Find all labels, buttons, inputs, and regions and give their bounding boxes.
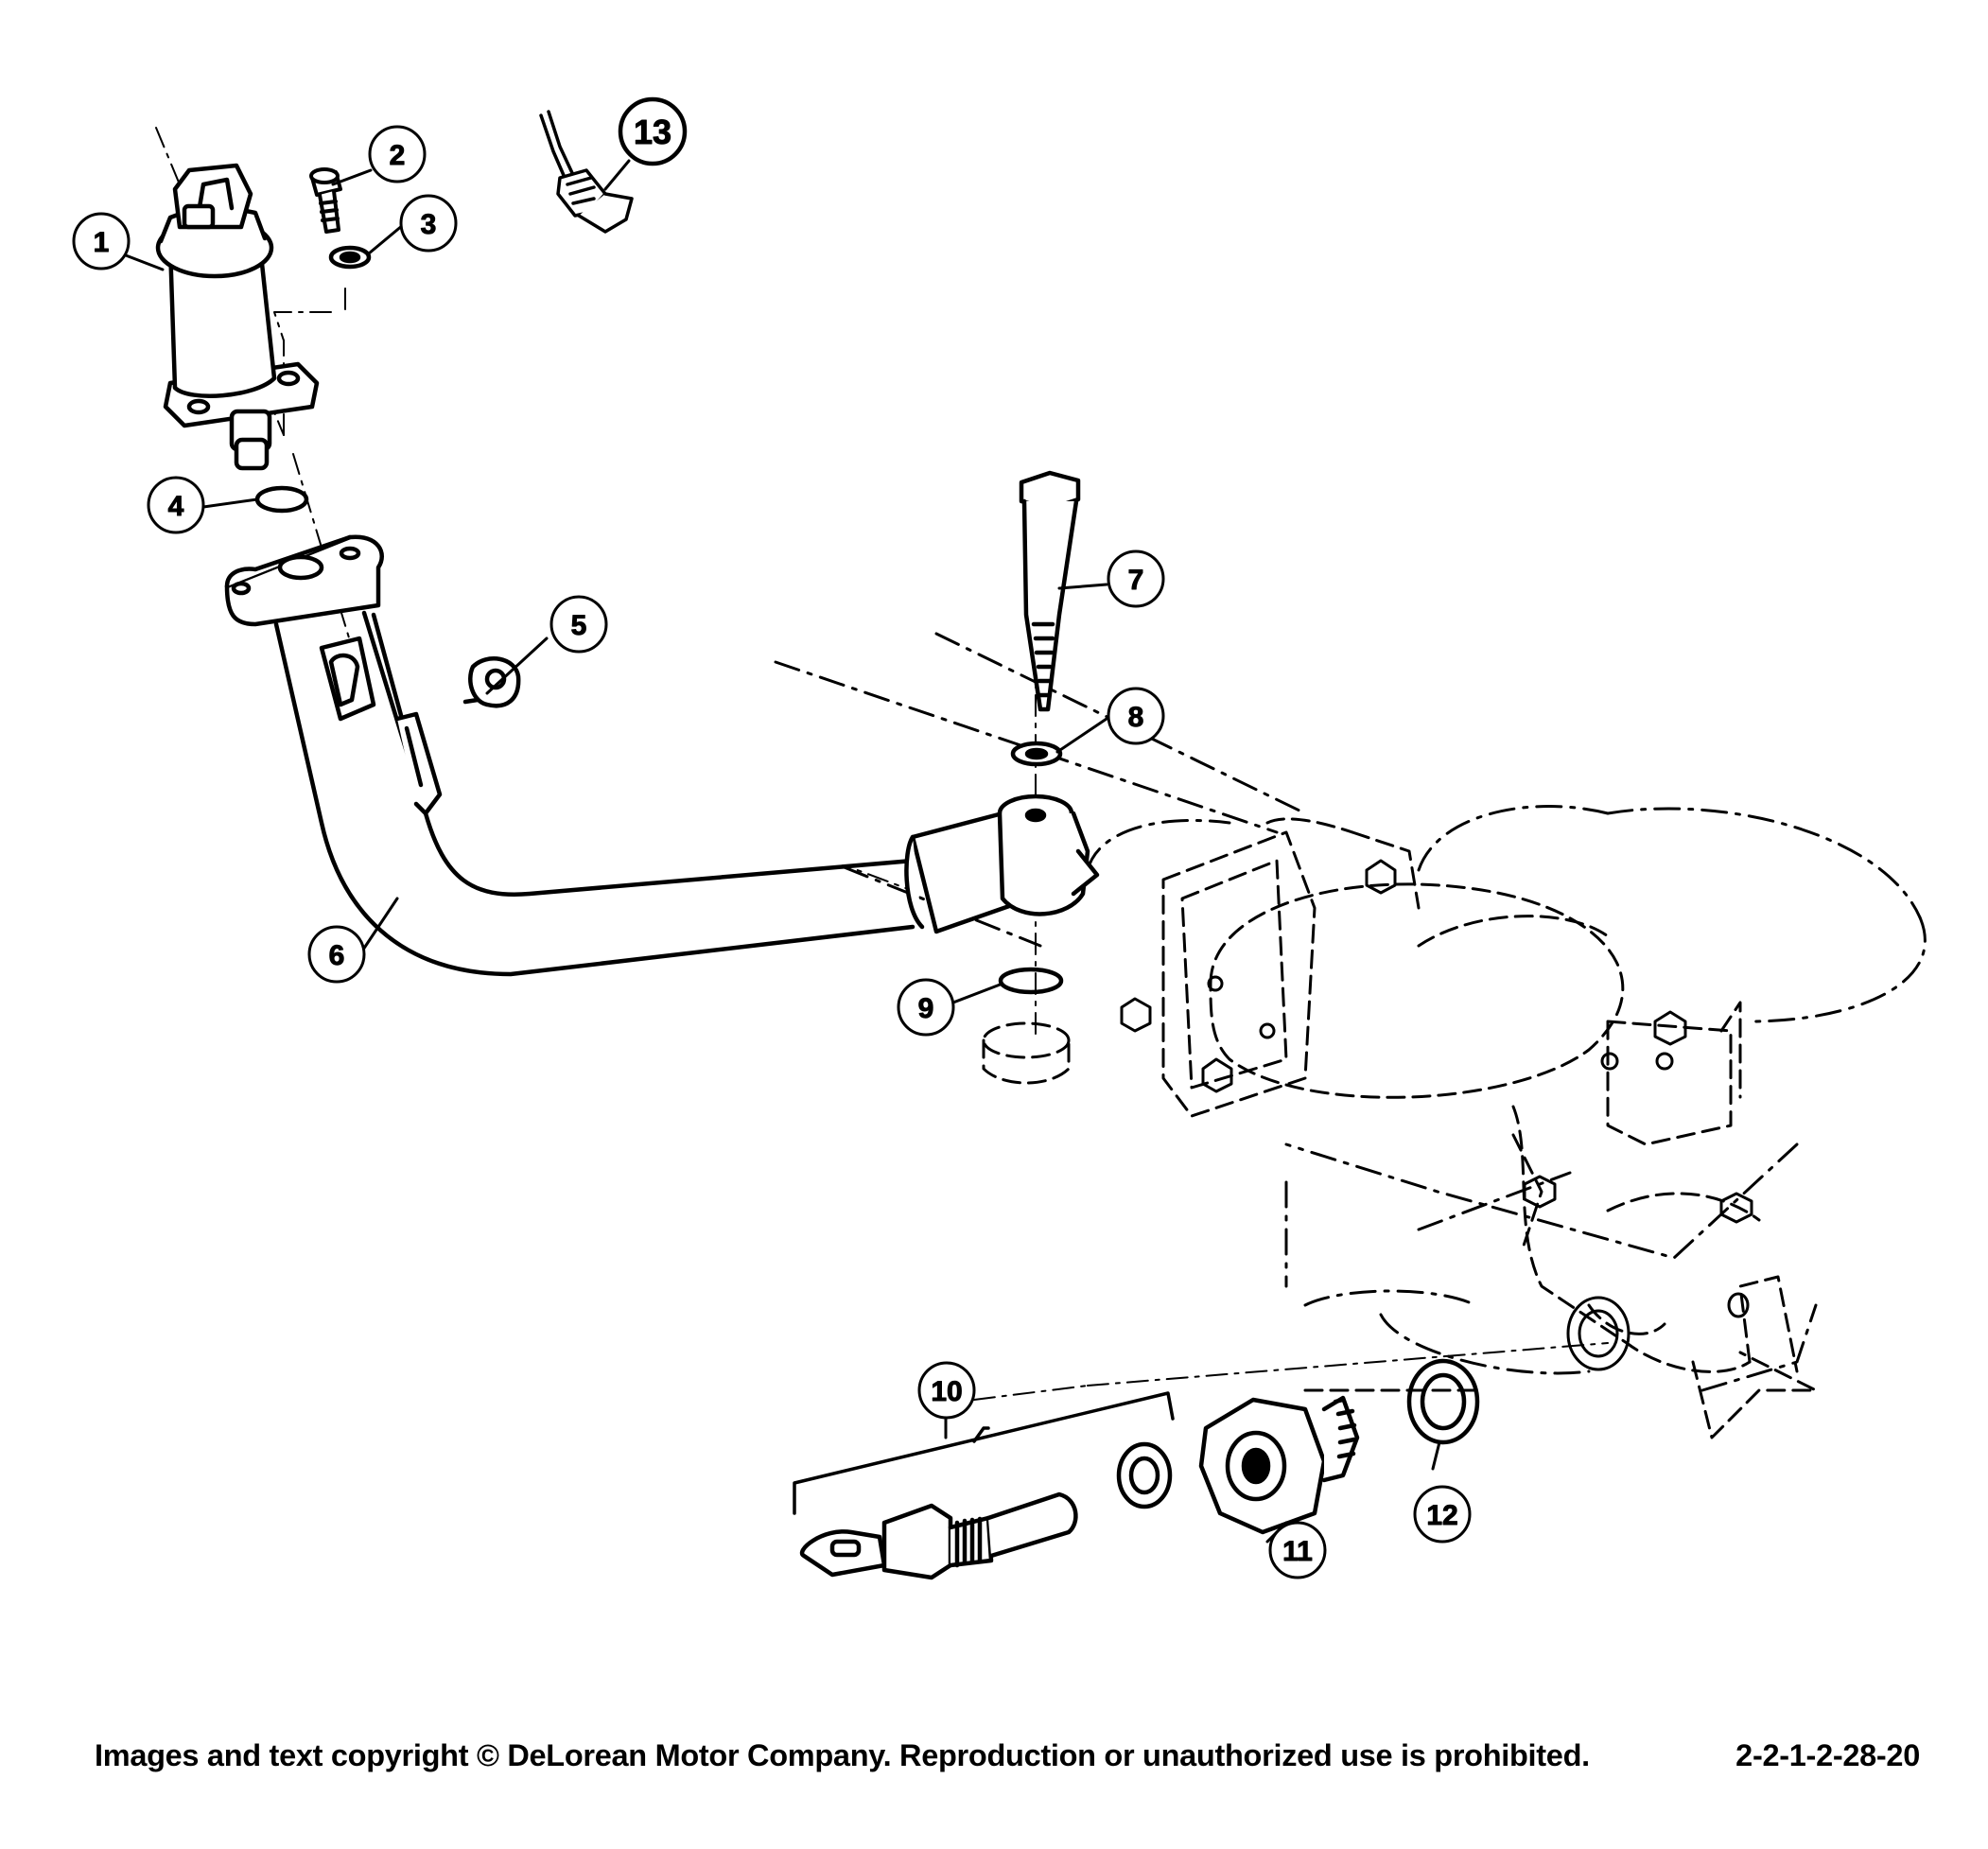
part-2-screw (309, 167, 342, 234)
callout-8: 8 (1107, 687, 1165, 745)
part-reference-number: 2-2-1-2-28-20 (1735, 1738, 1920, 1772)
callout-label: 11 (1282, 1536, 1313, 1567)
part-10-sender (799, 1441, 1173, 1580)
copyright-notice: Images and text copyright © DeLorean Mot… (95, 1738, 1590, 1772)
callout-6: 6 (307, 925, 366, 984)
part-3-washer (328, 245, 372, 270)
callout-label: 4 (168, 491, 184, 522)
leader-lines (124, 159, 1441, 1544)
part-8-washer (1010, 741, 1063, 767)
callout-label: 6 (329, 940, 345, 971)
callout-label: 9 (918, 993, 934, 1024)
footer: Images and text copyright © DeLorean Mot… (95, 1738, 1920, 1773)
part-5-clip (462, 656, 521, 708)
engine-block-outline (755, 632, 1927, 1392)
callout-label: 13 (634, 113, 671, 151)
callout-10: 10 (917, 1361, 976, 1420)
part-12-sealing-ring (1406, 1358, 1480, 1445)
part-4-o-ring (254, 485, 309, 514)
callout-label: 2 (390, 140, 406, 171)
part-13-connector (539, 110, 634, 234)
callout-1: 1 (72, 212, 131, 270)
callout-5: 5 (549, 595, 608, 654)
callout-label: 10 (931, 1376, 962, 1407)
callout-label: 7 (1128, 565, 1144, 596)
callout-label: 5 (571, 610, 587, 641)
part-10-bracket (793, 1391, 1175, 1515)
part-6-pipe (224, 534, 1100, 977)
callout-label: 3 (421, 209, 437, 240)
callout-label: 12 (1426, 1500, 1457, 1531)
callout-9: 9 (897, 978, 955, 1037)
part-11-adapter (1198, 1395, 1360, 1535)
callout-7: 7 (1107, 549, 1165, 608)
part-1-sensor (155, 163, 320, 471)
engine-block-features (982, 817, 1818, 1439)
callout-4: 4 (147, 476, 205, 534)
callout-label: 8 (1128, 702, 1144, 733)
part-9-sealing-ring (998, 967, 1064, 995)
callout-3: 3 (399, 194, 458, 253)
engine-block-bolts (1120, 859, 1753, 1371)
callout-label: 1 (94, 227, 110, 258)
callout-2: 2 (368, 125, 427, 183)
callout-11: 11 (1268, 1521, 1327, 1579)
callout-12: 12 (1413, 1485, 1472, 1544)
part-7-bolt (1019, 470, 1081, 712)
callout-13: 13 (618, 96, 688, 166)
